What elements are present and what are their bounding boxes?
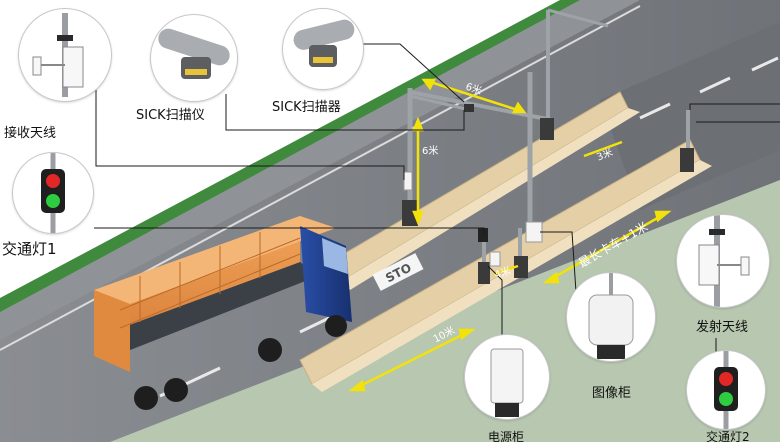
barrier-front-top xyxy=(312,160,712,392)
cargo-grid xyxy=(119,232,301,329)
dim-gantry-height: 6米 xyxy=(422,146,439,157)
traffic-light-icon xyxy=(41,153,65,233)
green-light xyxy=(719,392,733,406)
callout-sick-scanner-2 xyxy=(282,8,364,90)
callout-power-cabinet xyxy=(464,334,550,420)
cargo-rear xyxy=(94,290,130,372)
scanner-icon xyxy=(158,28,230,79)
label-receive-antenna: 接收天线 xyxy=(4,126,57,141)
leader-lines xyxy=(94,43,780,355)
receive-antenna-icon xyxy=(32,13,84,97)
image-cabinet-icon xyxy=(588,273,634,359)
scanner-mount xyxy=(464,104,474,112)
wheel xyxy=(258,338,282,362)
label-traffic-light-2: 交通灯2 xyxy=(706,430,750,442)
green-light xyxy=(46,194,60,208)
wheel xyxy=(325,315,347,337)
trailer-deck xyxy=(94,262,318,358)
red-light xyxy=(46,174,60,188)
callout-traffic-light-2 xyxy=(686,350,766,430)
label-sick-scanner-2: SICK扫描器 xyxy=(272,100,341,115)
gantry-base xyxy=(402,200,418,226)
dimension-arrows xyxy=(348,78,672,392)
antenna-post-right xyxy=(514,221,543,278)
small-antenna-box xyxy=(489,251,501,267)
label-traffic-light-1: 交通灯1 xyxy=(2,240,57,258)
truck xyxy=(94,216,352,410)
wheel xyxy=(134,386,158,410)
pole-base-far xyxy=(680,148,694,172)
red-light xyxy=(719,372,733,386)
callout-receive-antenna xyxy=(18,8,112,102)
callout-transmit-antenna xyxy=(676,214,770,308)
receive-antenna-box xyxy=(403,171,413,191)
label-image-cabinet: 图像柜 xyxy=(592,386,632,401)
traffic-light-post-1 xyxy=(478,228,490,284)
gantry xyxy=(407,8,690,236)
wheel xyxy=(164,378,188,402)
callout-traffic-light-1 xyxy=(12,152,94,234)
power-cabinet-icon xyxy=(490,348,524,417)
pole-base-right xyxy=(540,118,554,140)
label-transmit-antenna: 发射天线 xyxy=(696,320,749,335)
cargo-top xyxy=(94,216,336,304)
transmit-antenna-icon xyxy=(698,215,750,307)
scanner-icon xyxy=(293,19,355,67)
traffic-light-icon xyxy=(714,351,738,429)
callout-image-cabinet xyxy=(566,272,656,362)
barrier-back-top xyxy=(340,108,640,290)
callout-sick-scanner-1 xyxy=(150,14,238,102)
label-power-cabinet: 电源柜 xyxy=(488,430,525,442)
cab-windshield xyxy=(322,238,348,274)
label-sick-scanner-1: SICK扫描仪 xyxy=(136,108,205,123)
